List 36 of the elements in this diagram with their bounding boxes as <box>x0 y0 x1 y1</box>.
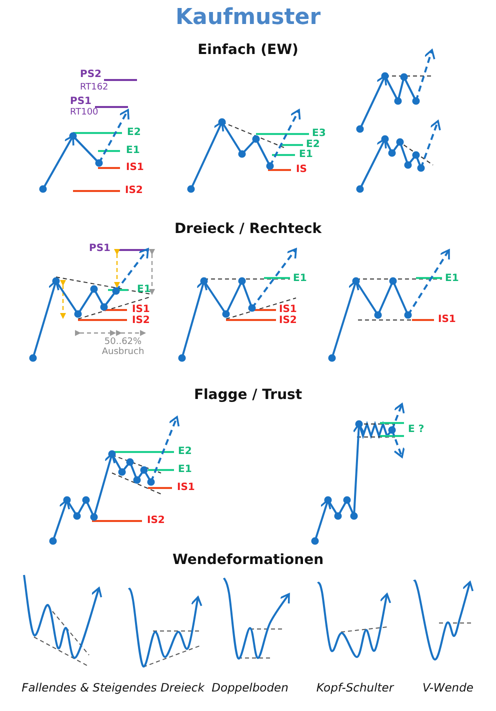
stop-level-label: IS1 <box>132 305 150 315</box>
entry-level-label: E1 <box>178 465 192 475</box>
stop-level-label: IS1 <box>177 483 195 493</box>
stop-level-label: IS2 <box>132 316 150 326</box>
stop-level-label: IS1 <box>126 163 144 173</box>
section-heading: Einfach (EW) <box>198 43 298 57</box>
entry-level-label: E2 <box>178 447 192 457</box>
entry-level-label: E3 <box>312 129 326 139</box>
breakout-note: 50..62% Ausbruch <box>100 337 146 358</box>
stop-level-label: IS1 <box>279 305 297 315</box>
pattern-caption: Fallendes & Steigendes Dreieck <box>22 682 204 694</box>
retracement-label: RT100 <box>70 108 98 118</box>
stop-level-label: IS <box>296 165 307 175</box>
entry-level-label: E ? <box>408 425 424 435</box>
stop-level-label: IS2 <box>125 186 143 196</box>
pattern-caption: Doppelboden <box>212 682 288 694</box>
stop-level-label: IS1 <box>438 315 456 325</box>
stop-level-label: IS2 <box>147 516 165 526</box>
entry-level-label: E1 <box>445 274 459 284</box>
pattern-caption: Kopf-Schulter <box>316 682 394 694</box>
section-heading: Wendeformationen <box>172 553 324 567</box>
page-title: Kaufmuster <box>175 7 321 29</box>
retracement-label: RT162 <box>80 84 108 92</box>
entry-level-label: E1 <box>137 285 151 295</box>
stop-level-label: IS2 <box>279 316 297 326</box>
entry-level-label: E2 <box>306 140 320 150</box>
target-level-label: PS1 <box>89 244 110 254</box>
target-level-label: PS1 <box>70 97 92 107</box>
pattern-caption: V-Wende <box>422 682 474 694</box>
entry-level-label: E2 <box>127 128 141 138</box>
target-level-label: PS2 <box>80 70 102 80</box>
section-heading: Flagge / Trust <box>194 388 302 402</box>
section-heading: Dreieck / Rechteck <box>174 222 322 236</box>
entry-level-label: E1 <box>299 150 313 160</box>
entry-level-label: E1 <box>126 146 140 156</box>
entry-level-label: E1 <box>293 274 307 284</box>
